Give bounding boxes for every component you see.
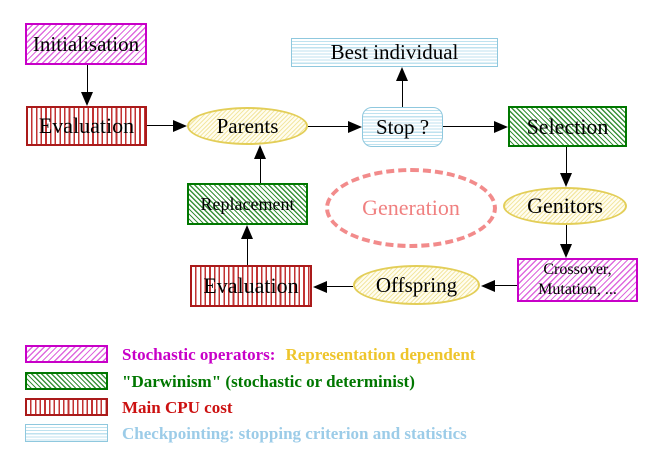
node-genitors-label: Genitors: [527, 193, 603, 219]
node-initialisation-label: Initialisation: [32, 31, 140, 56]
legend-row-main-cpu-cost: Main CPU cost: [25, 396, 232, 418]
node-crossover-mutation: Crossover, Mutation, ...: [517, 258, 638, 302]
node-replacement-label: Replacement: [200, 193, 295, 214]
node-evaluation-bottom-label: Evaluation: [203, 273, 299, 299]
node-parents-label: Parents: [216, 113, 279, 138]
legend-label-representation-dependent: Representation dependent: [285, 344, 476, 364]
legend-swatch-magenta-hatch: [25, 345, 108, 363]
node-replacement: Replacement: [187, 183, 308, 225]
legend-label-stochastic-operators: Stochastic operators:: [122, 344, 276, 364]
node-evaluation-bottom: Evaluation: [190, 265, 312, 307]
node-generation: Generation: [325, 168, 497, 248]
legend-label-main-cpu-cost: Main CPU cost: [122, 397, 233, 417]
legend-label-checkpointing: Checkpointing: stopping criterion and st…: [122, 423, 467, 443]
node-offspring: Offspring: [353, 265, 480, 305]
legend-swatch-cyan-stripes: [25, 424, 108, 442]
node-generation-label: Generation: [362, 195, 460, 220]
legend-swatch-red-stripes: [25, 398, 108, 416]
legend-row-stochastic-operators: Stochastic operators: Representation dep…: [25, 343, 475, 365]
legend-row-darwinism: "Darwinism" (stochastic or determinist): [25, 370, 415, 392]
legend-row-checkpointing: Checkpointing: stopping criterion and st…: [25, 422, 467, 444]
node-selection-label: Selection: [526, 113, 609, 139]
node-best-individual-label: Best individual: [330, 40, 459, 65]
legend-label-darwinism: "Darwinism" (stochastic or determinist): [122, 371, 415, 391]
node-initialisation: Initialisation: [25, 23, 147, 65]
node-crossover-line2: Mutation, ...: [538, 281, 617, 298]
node-parents: Parents: [187, 107, 308, 145]
node-evaluation-top-label: Evaluation: [38, 113, 135, 139]
node-offspring-label: Offspring: [375, 272, 458, 297]
node-best-individual: Best individual: [291, 38, 498, 67]
node-selection: Selection: [508, 106, 627, 147]
node-crossover-line1: Crossover,: [543, 261, 612, 278]
node-genitors: Genitors: [503, 187, 627, 225]
node-stop-label: Stop ?: [375, 114, 430, 139]
node-stop: Stop ?: [362, 107, 443, 147]
node-evaluation-top: Evaluation: [26, 106, 147, 146]
legend-swatch-green-hatch: [25, 372, 108, 390]
